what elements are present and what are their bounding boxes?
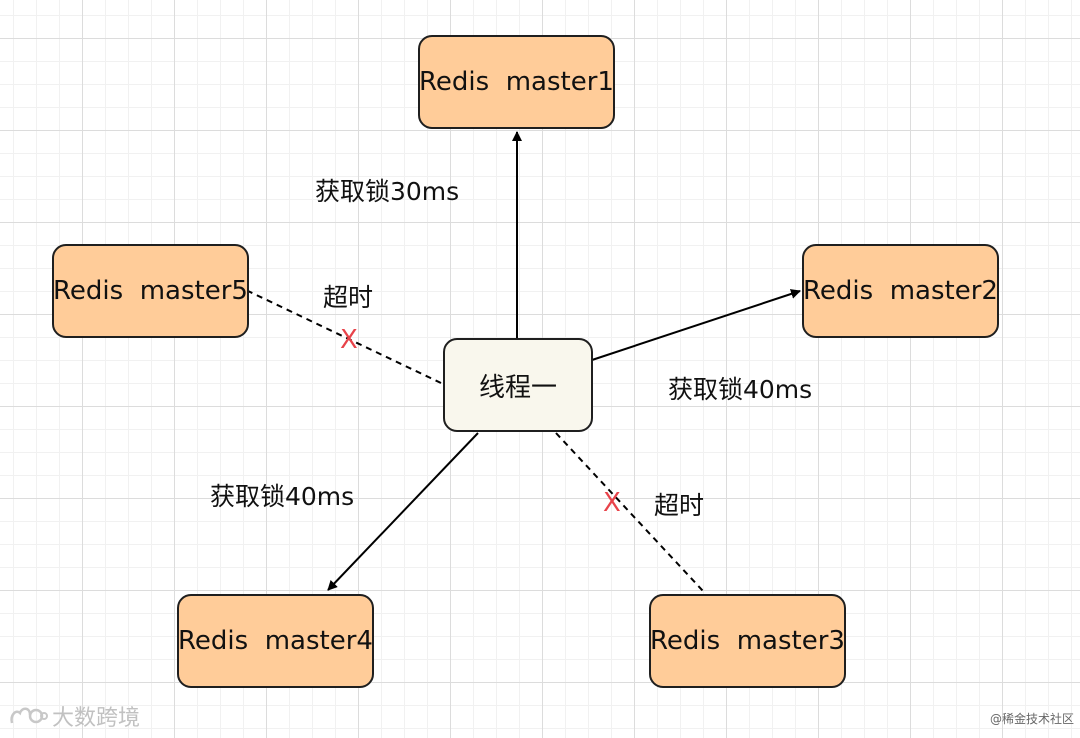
redis-master3-node[interactable]: Redis master3: [649, 594, 846, 688]
edge-label-master4: 获取锁40ms: [210, 482, 355, 511]
watermark-left-text: 大数跨境: [52, 706, 141, 731]
edge-label-master1: 获取锁30ms: [315, 177, 460, 206]
watermark-right: @稀金技术社区: [989, 712, 1074, 726]
redis-master1-node[interactable]: Redis master1: [418, 35, 615, 129]
dashed-line-to-master5: [247, 290, 442, 384]
arrow-to-master4: [327, 432, 479, 591]
redis-master4-node[interactable]: Redis master4: [177, 594, 374, 688]
failure-cross-master5: X: [340, 325, 358, 355]
redis-master2-node[interactable]: Redis master2: [802, 244, 999, 338]
watermark-left: 大数跨境: [8, 700, 140, 732]
edge-label-master3-timeout: 超时: [654, 491, 705, 520]
watermark-logo-icon: [8, 703, 48, 729]
dashed-line-to-master3: [555, 432, 704, 592]
arrow-to-master2: [591, 289, 801, 361]
failure-cross-master3: X: [603, 488, 621, 518]
thread-one-node[interactable]: 线程一: [443, 338, 593, 432]
edge-label-master5-timeout: 超时: [323, 283, 374, 312]
edge-label-master2: 获取锁40ms: [668, 375, 813, 404]
redis-master5-node[interactable]: Redis master5: [52, 244, 249, 338]
